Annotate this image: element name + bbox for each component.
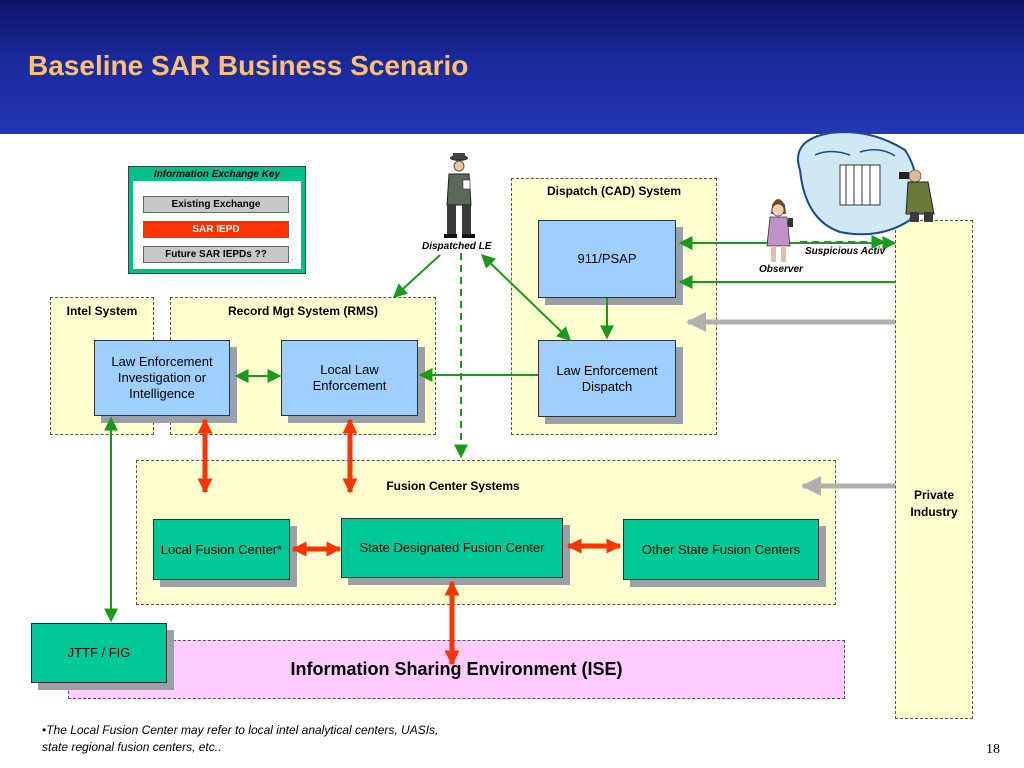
footnote: •The Local Fusion Center may refer to lo… — [42, 723, 439, 754]
local-law-enforcement-node[interactable]: Local Law Enforcement — [281, 340, 418, 416]
suspicious-activity-label: Suspicious Activ — [805, 246, 886, 257]
le-intelligence-node[interactable]: Law Enforcement Investigation or Intelli… — [94, 340, 230, 416]
facility-photographer-icon — [797, 131, 935, 236]
intel-system-label: Intel System — [66, 304, 138, 318]
key-panel: Existing Exchange SAR IEPD Future SAR IE… — [133, 181, 301, 269]
key-title: Information Exchange Key — [153, 169, 281, 180]
key-existing-exchange: Existing Exchange — [143, 196, 289, 213]
ise-label: Information Sharing Environment (ISE) — [290, 659, 623, 679]
le-dispatch-node[interactable]: Law Enforcement Dispatch — [538, 340, 676, 417]
police-officer-icon — [444, 153, 475, 238]
header-band — [0, 0, 1024, 134]
observer-icon — [766, 199, 793, 262]
private-industry-group — [895, 220, 973, 719]
page-number: 18 — [986, 742, 1000, 757]
arrow-le-to-rms — [392, 254, 441, 298]
jttf-fig-node[interactable]: JTTF / FIG — [31, 623, 167, 683]
state-fusion-center-node[interactable]: State Designated Fusion Center — [341, 518, 563, 578]
slide-title: Baseline SAR Business Scenario — [28, 50, 469, 81]
private-industry-label: Private Industry — [910, 488, 958, 519]
dispatched-le-label: Dispatched LE — [422, 241, 492, 252]
key-sar-iepd: SAR IEPD — [143, 221, 289, 238]
arrow-le-to-dispatch — [480, 254, 572, 341]
key-future-sar-iepds: Future SAR IEPDs ?? — [143, 246, 289, 263]
local-fusion-center-node[interactable]: Local Fusion Center* — [153, 519, 290, 580]
other-fusion-centers-node[interactable]: Other State Fusion Centers — [623, 519, 819, 580]
fusion-center-label: Fusion Center Systems — [386, 479, 520, 493]
information-exchange-key: Information Exchange Key Existing Exchan… — [128, 166, 306, 274]
dispatch-label: Dispatch (CAD) System — [546, 184, 682, 198]
observer-label: Observer — [759, 264, 803, 275]
rms-label: Record Mgt System (RMS) — [227, 304, 379, 318]
